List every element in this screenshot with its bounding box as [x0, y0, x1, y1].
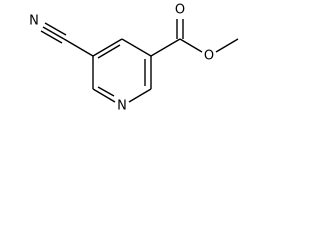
bond-c3-carbonyl-carbon: [150, 38, 181, 57]
ring-bond-c6-n1: [92, 88, 116, 103]
ring-bond-c6-n1-inner: [97, 86, 115, 97]
ring-bond-c3-c4: [121, 38, 152, 57]
triple-bond-line-2: [44, 22, 67, 36]
ring-nitrogen-label: N: [117, 99, 127, 114]
triple-bond-line-1: [42, 26, 65, 40]
ring-bond-c4-c5: [92, 38, 123, 57]
ester-oxygen-label: O: [204, 49, 214, 64]
bond-c5-nitrile-carbon: [63, 38, 94, 57]
bond-carbonyl-ester-oxygen: [179, 38, 203, 53]
nitrile-nitrogen-label: N: [29, 14, 39, 29]
triple-bond-line-3: [40, 30, 63, 44]
bond-ester-oxygen-methyl: [215, 38, 239, 53]
methyl-ester-group: [150, 19, 239, 57]
carbonyl-oxygen-label: O: [175, 3, 185, 18]
nitrile-group: [40, 22, 94, 57]
ring-bond-n1-c2: [128, 88, 152, 103]
methyl-5-cyanonicotinate-structure: N N O O: [29, 3, 239, 114]
pyridine-ring: [92, 38, 152, 103]
ring-bond-c4-c5-inner: [97, 44, 121, 59]
